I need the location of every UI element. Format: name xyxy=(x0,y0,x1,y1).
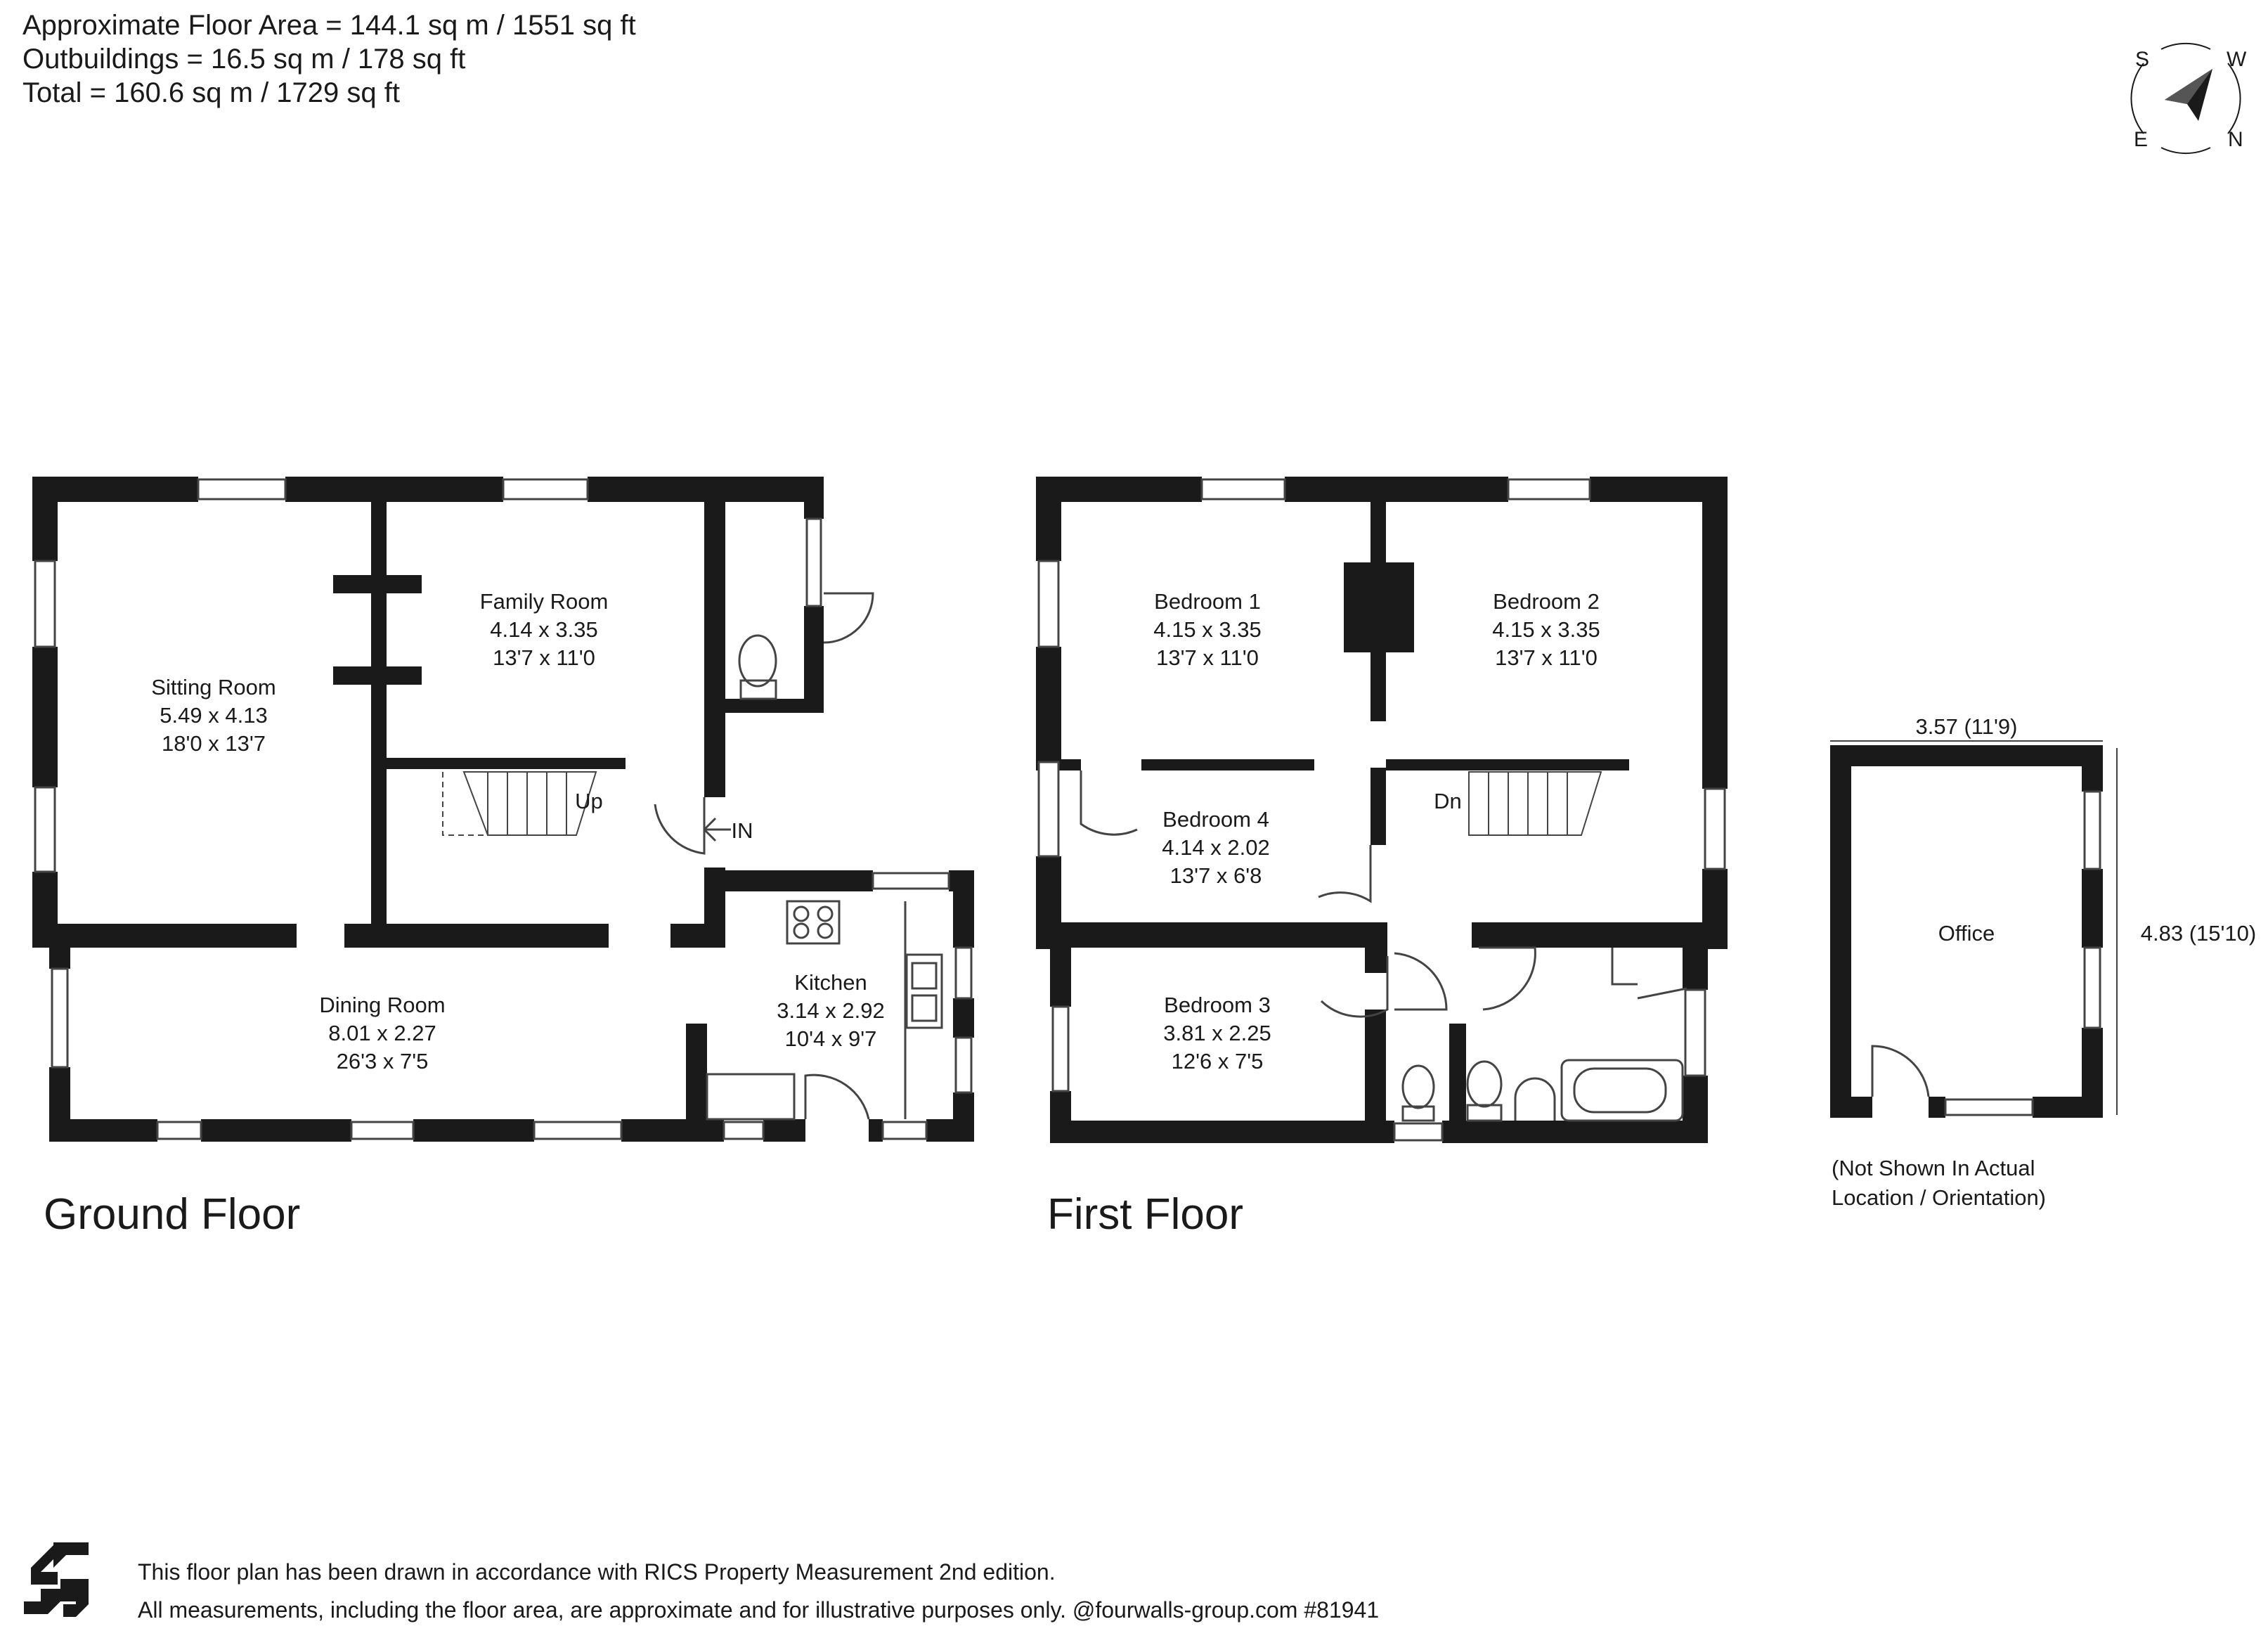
bedroom-2-imperial: 13'7 x 11'0 xyxy=(1495,645,1598,670)
office-name: Office xyxy=(1938,921,1995,946)
stairs-down-label: Dn xyxy=(1434,789,1462,813)
bath-icon xyxy=(1560,1059,1684,1122)
bedroom-3-metric: 3.81 x 2.25 xyxy=(1163,1021,1271,1045)
ground-floor-walls xyxy=(32,477,974,1142)
bedroom-4-metric: 4.14 x 2.02 xyxy=(1162,835,1269,860)
first-floor-title: First Floor xyxy=(1047,1190,1243,1239)
compass-icon: S W E N xyxy=(2130,42,2247,155)
hob-icon xyxy=(786,900,841,945)
dining-room-name: Dining Room xyxy=(319,993,445,1017)
dining-room-imperial: 26'3 x 7'5 xyxy=(337,1049,429,1073)
kitchen-imperial: 10'4 x 9'7 xyxy=(785,1026,877,1051)
outbuilding-note-line-1: (Not Shown In Actual xyxy=(1832,1156,2035,1180)
door-swings xyxy=(654,592,1930,1120)
sitting-room-imperial: 18'0 x 13'7 xyxy=(162,731,266,756)
dining-room-metric: 8.01 x 2.27 xyxy=(328,1021,436,1045)
compass-west: W xyxy=(2227,48,2247,71)
windows xyxy=(34,478,2101,1142)
bedroom-3-name: Bedroom 3 xyxy=(1164,993,1271,1017)
outbuilding-walls xyxy=(1830,745,2103,1118)
compass-north: N xyxy=(2228,128,2243,151)
wc-ground-icon xyxy=(738,634,777,688)
kitchen-metric: 3.14 x 2.92 xyxy=(777,998,884,1023)
family-room-metric: 4.14 x 3.35 xyxy=(490,617,597,642)
wc-first-icon xyxy=(1401,1064,1435,1109)
bedroom-2-metric: 4.15 x 3.35 xyxy=(1492,617,1600,642)
bedroom-4-imperial: 13'7 x 6'8 xyxy=(1170,863,1262,888)
bedroom-1-name: Bedroom 1 xyxy=(1154,589,1261,614)
compass-south: S xyxy=(2135,48,2149,71)
sitting-room-metric: 5.49 x 4.13 xyxy=(160,703,267,728)
floor-area-outbuildings: Outbuildings = 16.5 sq m / 178 sq ft xyxy=(22,44,466,75)
fourwalls-logo-icon xyxy=(24,1542,89,1617)
entrance-arrow-icon xyxy=(703,817,731,842)
bedroom-3-imperial: 12'6 x 7'5 xyxy=(1172,1049,1264,1073)
sink-icon xyxy=(905,953,943,1029)
stairs xyxy=(442,771,1602,836)
bedroom-1-metric: 4.15 x 3.35 xyxy=(1153,617,1261,642)
entrance-label: IN xyxy=(732,818,753,843)
ground-floor-title: Ground Floor xyxy=(44,1190,301,1239)
first-floor-walls xyxy=(1036,477,1728,1143)
office-depth-dimension: 4.83 (15'10) xyxy=(2141,921,2256,946)
floor-area-grand-total: Total = 160.6 sq m / 1729 sq ft xyxy=(22,77,400,108)
office-width-dimension: 3.57 (11'9) xyxy=(1916,714,2018,739)
family-room-name: Family Room xyxy=(480,589,609,614)
stairs-up-label: Up xyxy=(575,789,603,813)
sitting-room-name: Sitting Room xyxy=(151,675,276,699)
fixtures xyxy=(706,634,1687,1122)
bedroom-4-name: Bedroom 4 xyxy=(1162,807,1269,832)
family-room-imperial: 13'7 x 11'0 xyxy=(493,645,595,670)
bedroom-2-name: Bedroom 2 xyxy=(1493,589,1600,614)
footer-disclaimer: All measurements, including the floor ar… xyxy=(138,1597,1380,1623)
floor-area-total: Approximate Floor Area = 144.1 sq m / 15… xyxy=(22,10,636,41)
footer-rics-statement: This floor plan has been drawn in accord… xyxy=(138,1559,1056,1585)
compass-east: E xyxy=(2134,128,2148,151)
basin-icon xyxy=(1514,1077,1556,1121)
outbuilding-note-line-2: Location / Orientation) xyxy=(1832,1185,2046,1210)
kitchen-name: Kitchen xyxy=(794,970,867,995)
bedroom-1-imperial: 13'7 x 11'0 xyxy=(1156,645,1259,670)
